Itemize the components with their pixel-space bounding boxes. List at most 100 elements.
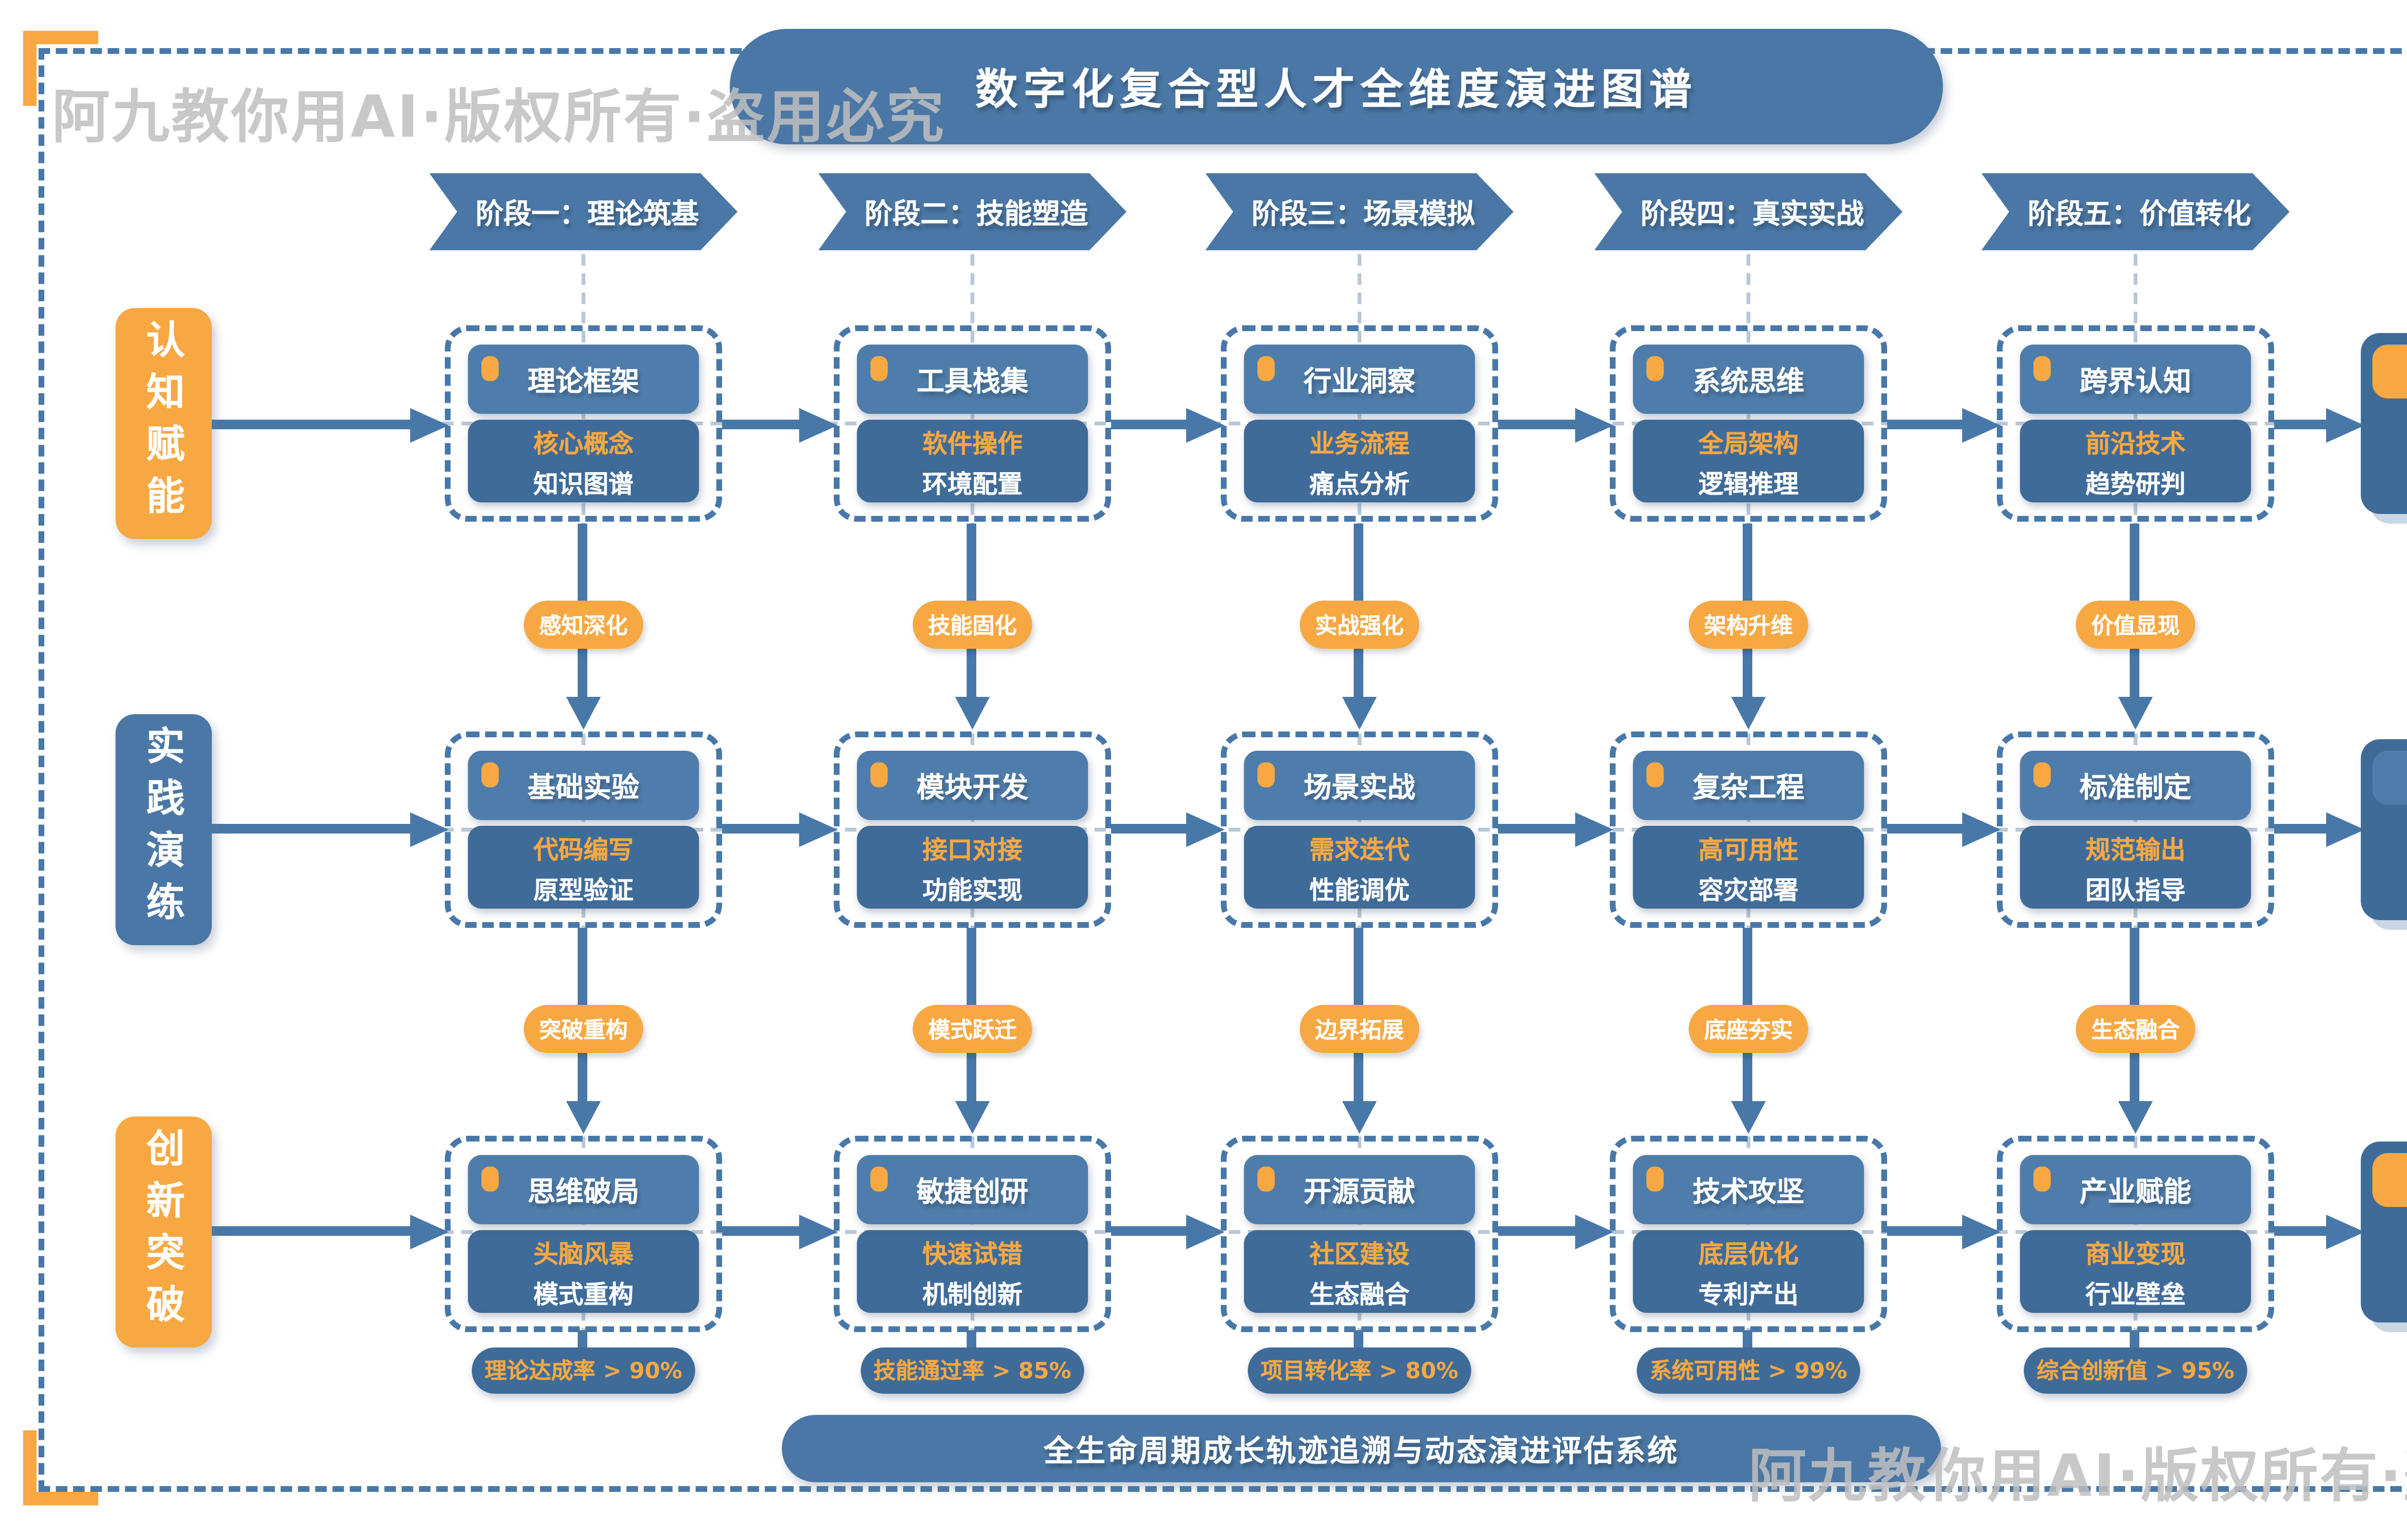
card-body: 需求迭代性能调优 <box>1244 826 1475 909</box>
arrow-right-icon <box>1498 420 1577 429</box>
arrow-right-icon <box>1887 420 1964 429</box>
card-title: 技术攻坚 <box>1693 1177 1804 1208</box>
level-box-leader: 领军型 行业专家 架构统筹 <box>2361 1142 2407 1322</box>
card-body: 全局架构逻辑推理 <box>1633 420 1864 502</box>
stage-banner-3: 阶段三：场景模拟 <box>1205 173 1514 250</box>
connector-line <box>1354 1330 1363 1351</box>
card: 复杂工程 高可用性容灾部署 <box>1610 732 1887 928</box>
card-badge-icon <box>1257 762 1275 787</box>
card-title: 系统思维 <box>1693 367 1804 398</box>
card-skill-secondary: 逻辑推理 <box>1698 471 1799 500</box>
card-skill-primary: 社区建设 <box>1309 1241 1410 1270</box>
level-tag: 领军型 <box>2372 1153 2407 1207</box>
metric-pill: 理论达成率 > 90% <box>472 1348 695 1394</box>
arrow-right-icon <box>722 1226 801 1236</box>
arrow-right-icon <box>1498 824 1577 834</box>
stage-banner-label: 阶段三：场景模拟 <box>1252 199 1475 230</box>
card-skill-primary: 全局架构 <box>1698 430 1799 459</box>
card-header: 理论框架 <box>468 345 699 414</box>
card-header: 开源贡献 <box>1244 1155 1475 1224</box>
card-skill-secondary: 功能实现 <box>922 877 1022 906</box>
card-skill-secondary: 机制创新 <box>922 1281 1022 1310</box>
arrow-right-icon <box>722 420 801 429</box>
arrow-right-icon <box>1887 824 1964 834</box>
card-badge-icon <box>481 762 499 787</box>
card: 跨界认知 前沿技术趋势研判 <box>1997 325 2274 522</box>
card: 敏捷创研 快速试错机制创新 <box>834 1136 1111 1332</box>
connector-label: 模式跃迁 <box>913 1005 1032 1053</box>
card-badge-icon <box>481 356 499 381</box>
card: 产业赋能 商业变现行业壁垒 <box>1997 1136 2274 1332</box>
connector-label: 价值显现 <box>2076 601 2195 649</box>
footer-bar: 全生命周期成长轨迹追溯与动态演进评估系统 <box>782 1415 1941 1482</box>
card-badge-icon <box>1257 1167 1275 1192</box>
row-label-innovation: 创新突破 <box>116 1116 212 1348</box>
arrow-right-icon <box>1498 1226 1577 1236</box>
card-skill-secondary: 原型验证 <box>533 877 634 906</box>
card-skill-primary: 底层优化 <box>1698 1241 1799 1270</box>
card-header: 场景实战 <box>1244 751 1475 820</box>
card-skill-secondary: 知识图谱 <box>533 471 634 500</box>
card: 场景实战 需求迭代性能调优 <box>1221 732 1498 928</box>
card-title: 场景实战 <box>1304 773 1415 804</box>
card: 理论框架 核心概念知识图谱 <box>445 325 722 522</box>
card-skill-secondary: 环境配置 <box>922 471 1022 500</box>
card-skill-primary: 代码编写 <box>533 836 634 865</box>
card-skill-secondary: 模式重构 <box>533 1281 634 1310</box>
card-body: 头脑风暴模式重构 <box>468 1230 699 1313</box>
stage-banner-label: 阶段二：技能塑造 <box>865 199 1088 230</box>
arrow-right-icon <box>1111 824 1188 834</box>
card-title: 复杂工程 <box>1693 773 1804 804</box>
card-body: 快速试错机制创新 <box>857 1230 1088 1313</box>
card-header: 敏捷创研 <box>857 1155 1088 1224</box>
corner-bracket-top-left-icon <box>23 31 98 106</box>
card-header: 模块开发 <box>857 751 1088 820</box>
card-title: 跨界认知 <box>2080 367 2191 398</box>
card-header: 技术攻坚 <box>1633 1155 1864 1224</box>
card-skill-secondary: 行业壁垒 <box>2085 1281 2186 1310</box>
card-body: 社区建设生态融合 <box>1244 1230 1475 1313</box>
card-badge-icon <box>1646 356 1664 381</box>
card-skill-secondary: 痛点分析 <box>1309 471 1410 500</box>
card-title: 理论框架 <box>528 367 639 398</box>
card-skill-primary: 前沿技术 <box>2085 430 2186 459</box>
arrow-right-icon <box>1111 1226 1188 1236</box>
card: 工具栈集 软件操作环境配置 <box>834 325 1111 522</box>
arrow-right-icon <box>2274 1226 2328 1236</box>
card-badge-icon <box>2033 1167 2051 1192</box>
card: 基础实验 代码编写原型验证 <box>445 732 722 928</box>
diagram-title-pill: 数字化复合型人才全维度演进图谱 <box>730 29 1943 144</box>
card-body: 软件操作环境配置 <box>857 420 1088 502</box>
stage-banner-label: 阶段五：价值转化 <box>2028 199 2251 230</box>
card: 系统思维 全局架构逻辑推理 <box>1610 325 1887 522</box>
card-badge-icon <box>1646 1167 1664 1192</box>
corner-bracket-bottom-left-icon <box>23 1430 98 1505</box>
card-skill-secondary: 性能调优 <box>1309 877 1410 906</box>
card-header: 工具栈集 <box>857 345 1088 414</box>
card-body: 规范输出团队指导 <box>2020 826 2251 909</box>
card-badge-icon <box>2033 356 2051 381</box>
card-header: 标准制定 <box>2020 751 2251 820</box>
metric-pill: 综合创新值 > 95% <box>2024 1348 2247 1394</box>
arrow-right-icon <box>212 420 412 429</box>
card: 技术攻坚 底层优化专利产出 <box>1610 1136 1887 1332</box>
row-label-cognition: 认知赋能 <box>116 308 212 539</box>
card-badge-icon <box>870 356 888 381</box>
card-title: 思维破局 <box>528 1177 639 1208</box>
card-skill-primary: 业务流程 <box>1309 430 1410 459</box>
card: 标准制定 规范输出团队指导 <box>1997 732 2274 928</box>
card-header: 复杂工程 <box>1633 751 1864 820</box>
card-skill-primary: 软件操作 <box>922 430 1022 459</box>
arrow-right-icon <box>2274 420 2328 429</box>
arrow-right-icon <box>722 824 801 834</box>
row-label-practice: 实践演练 <box>116 714 212 945</box>
connector-label: 突破重构 <box>524 1005 643 1053</box>
card-body: 代码编写原型验证 <box>468 826 699 909</box>
stage-banner-5: 阶段五：价值转化 <box>1981 173 2290 250</box>
level-box-knowledge: 知识型 入门资质 标准认证 <box>2361 333 2407 514</box>
connector-label: 底座夯实 <box>1689 1005 1808 1053</box>
card-title: 行业洞察 <box>1304 367 1415 398</box>
level-tag: 知识型 <box>2372 345 2407 398</box>
